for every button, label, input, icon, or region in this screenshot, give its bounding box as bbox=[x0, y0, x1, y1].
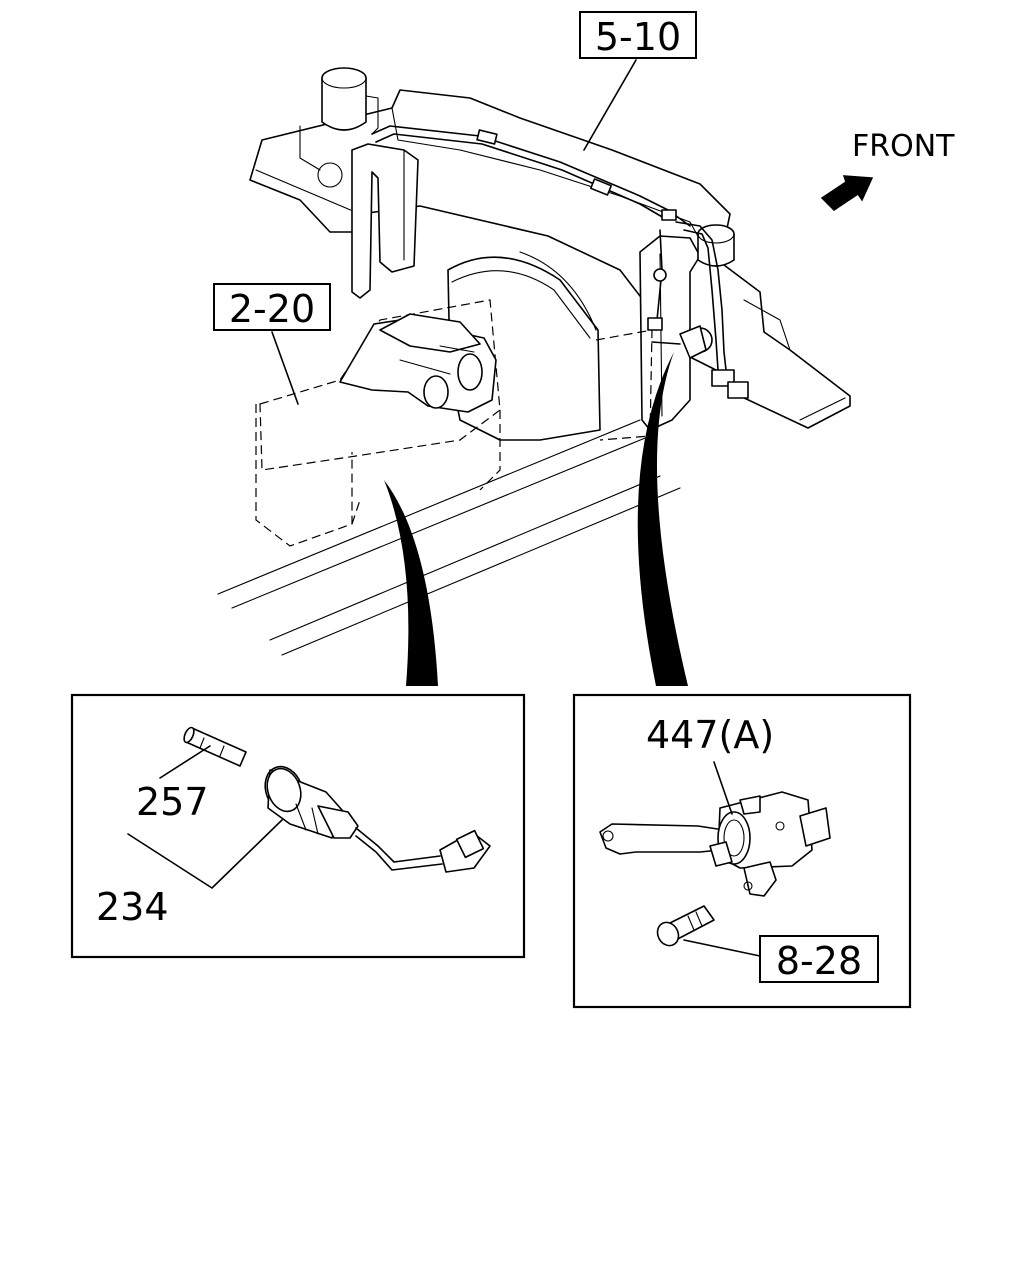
part-label-447a[interactable]: 447(A) bbox=[646, 713, 774, 757]
front-label: FRONT bbox=[852, 129, 955, 164]
chassis-assembly-illustration bbox=[217, 59, 851, 656]
part-label-234[interactable]: 234 bbox=[96, 885, 169, 929]
speed-sensor-234 bbox=[264, 765, 491, 873]
ref-label-8-28: 8-28 bbox=[776, 939, 862, 983]
leader-5-10 bbox=[583, 59, 637, 151]
front-arrow-icon bbox=[820, 175, 874, 211]
front-indicator: FRONT bbox=[820, 129, 955, 211]
pin-257 bbox=[183, 726, 247, 767]
shift-mechanism bbox=[339, 313, 497, 413]
bolt bbox=[656, 905, 715, 947]
speed-sensor-447a bbox=[599, 791, 831, 897]
detail-panel-right: 447(A) 8-28 bbox=[572, 693, 912, 1009]
ref-box-2-20[interactable]: 2-20 bbox=[213, 283, 331, 331]
part-label-257[interactable]: 257 bbox=[136, 780, 209, 824]
ref-label-2-20: 2-20 bbox=[229, 287, 315, 331]
right-reservoir-tank bbox=[697, 224, 735, 267]
detail-panel-left: 257 234 bbox=[70, 693, 526, 959]
detail-pointer-right bbox=[637, 352, 688, 686]
left-reservoir-tank bbox=[321, 67, 379, 135]
ref-box-5-10[interactable]: 5-10 bbox=[579, 11, 697, 59]
detail-pointer-left bbox=[384, 480, 438, 686]
sensor-mount-location bbox=[651, 325, 749, 399]
ref-label-5-10: 5-10 bbox=[595, 15, 681, 59]
ref-box-8-28[interactable]: 8-28 bbox=[759, 935, 879, 983]
leader-2-20 bbox=[271, 331, 299, 405]
